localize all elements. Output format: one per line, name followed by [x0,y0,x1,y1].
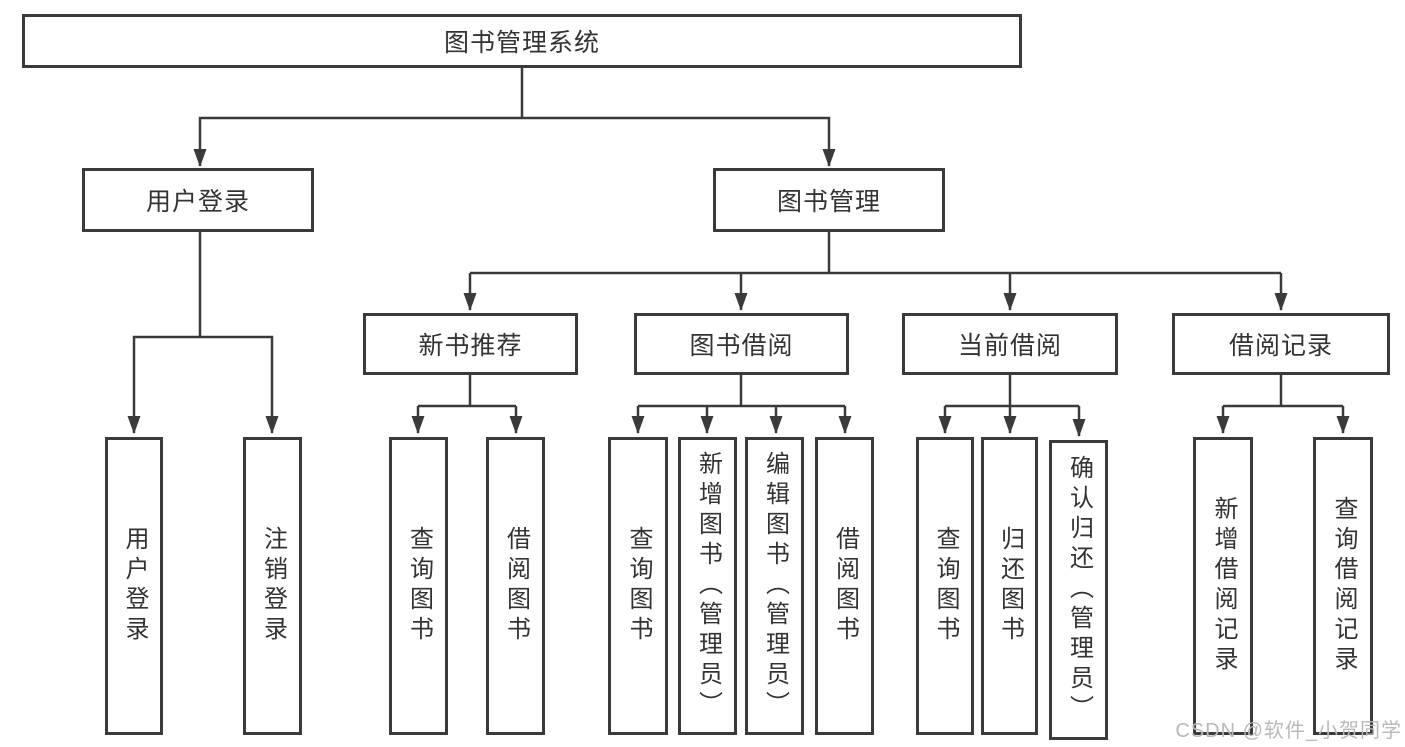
leaf-logout: 注销登录 [243,437,302,735]
watermark: CSDN @软件_小贺同学 [1175,720,1402,742]
node-borrowing-records: 借阅记录 [1172,313,1390,375]
leaf-edit-books-admin: 编辑图书（管理员） [745,437,804,735]
leaf-borrow-books-recommend: 借阅图书 [486,437,545,735]
leaf-borrow-books: 借阅图书 [815,437,874,735]
leaf-return-books: 归还图书 [981,437,1038,735]
leaf-edit-books-admin-label: 编辑图书（管理员） [761,451,789,721]
node-current-borrowing: 当前借阅 [902,313,1118,375]
leaf-add-borrow-record: 新增借阅记录 [1193,437,1253,735]
leaf-add-borrow-record-label: 新增借阅记录 [1210,496,1237,676]
leaf-query-borrow-record-label: 查询借阅记录 [1330,496,1357,676]
node-new-book-recommendation: 新书推荐 [363,313,578,375]
leaf-borrow-books-recommend-label: 借阅图书 [502,526,530,646]
leaf-borrow-books-label: 借阅图书 [831,526,859,646]
node-library-management-system: 图书管理系统 [22,14,1022,68]
leaf-query-books-current: 查询图书 [916,437,974,735]
leaf-query-borrow-record: 查询借阅记录 [1313,437,1373,735]
node-book-borrowing: 图书借阅 [634,313,849,375]
leaf-logout-label: 注销登录 [259,526,287,646]
leaf-query-books-borrow: 查询图书 [608,437,668,735]
leaf-add-books-admin: 新增图书（管理员） [678,437,737,735]
node-user-login: 用户登录 [82,168,314,232]
leaf-confirm-return-admin: 确认归还（管理员） [1049,440,1108,740]
leaf-query-books-recommend-label: 查询图书 [405,526,433,646]
leaf-user-login-label: 用户登录 [121,526,148,646]
node-book-management: 图书管理 [713,168,945,232]
leaf-query-books-current-label: 查询图书 [932,526,959,646]
leaf-return-books-label: 归还图书 [996,526,1024,646]
leaf-query-books-borrow-label: 查询图书 [625,526,652,646]
leaf-user-login: 用户登录 [105,437,163,735]
leaf-query-books-recommend: 查询图书 [389,437,448,735]
leaf-add-books-admin-label: 新增图书（管理员） [694,451,722,721]
leaf-confirm-return-admin-label: 确认归还（管理员） [1065,455,1093,725]
